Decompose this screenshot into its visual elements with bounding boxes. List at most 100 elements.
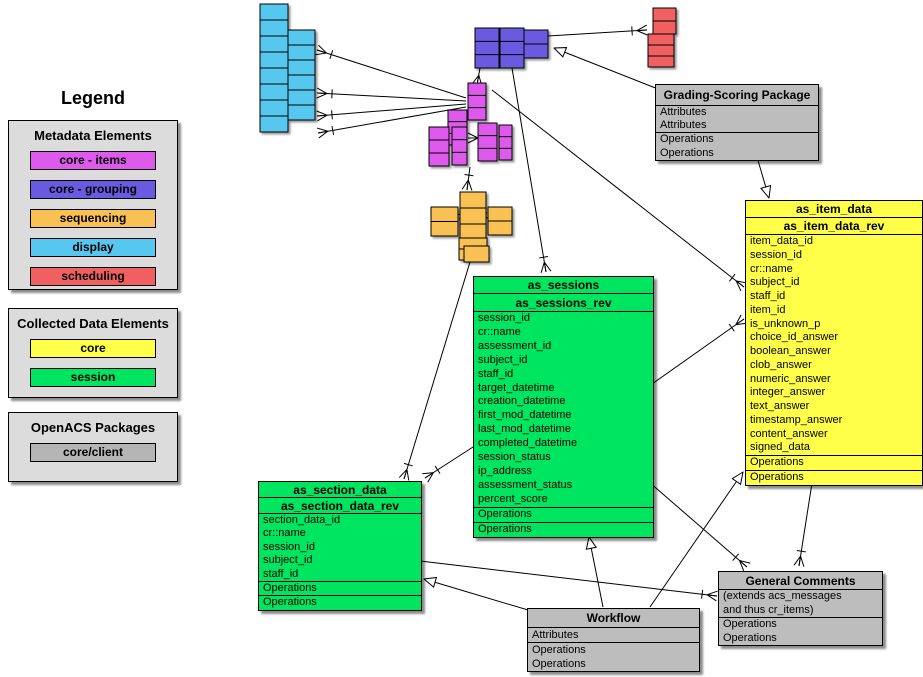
entity-title: Workflow — [528, 609, 699, 628]
entity-operation: Operations — [263, 582, 317, 595]
entity-attribute: cr::name — [478, 325, 521, 338]
relationship-line-grouping-to-items — [471, 67, 483, 87]
entity-attribute: session_id — [263, 540, 315, 553]
legend-chip-core-client: core/client — [30, 443, 156, 462]
cluster-box — [259, 35, 289, 53]
entity-subtitle: as_section_data_rev — [259, 498, 421, 514]
entity-attribute: signed_data — [750, 441, 810, 454]
entity-attribute: session_id — [478, 312, 530, 324]
entity-attribute: content_answer — [750, 427, 828, 440]
panel-title: Metadata Elements — [34, 128, 152, 143]
entity-attribute: staff_id — [478, 367, 514, 380]
entity-attribute: subject_id — [750, 276, 800, 289]
cluster-display-elements — [259, 3, 316, 133]
legend-chip-core-items: core - items — [30, 151, 156, 170]
relationship-line-grouping-to-sessions — [511, 67, 552, 273]
panel-title: Collected Data Elements — [17, 316, 169, 331]
cluster-box — [287, 104, 316, 121]
entity-operation: Operations — [660, 133, 714, 146]
panel-title: OpenACS Packages — [30, 420, 156, 435]
entity-operation: Operations — [478, 507, 532, 520]
relationship-line-workflow-to-itemdata-gen — [649, 472, 743, 608]
entity-operation: Operations — [532, 644, 586, 656]
relationship-line-workflow-to-sectiondata-gen — [424, 579, 529, 611]
entity-title: as_section_data — [259, 482, 421, 498]
legend-panel-metadata-elements: Metadata Elements core - items core - gro… — [8, 120, 178, 290]
entity-title: as_sessions — [474, 277, 653, 294]
relationship-line-display-to-items-4 — [316, 106, 467, 139]
legend-panel-openacs-packages: OpenACS Packages core/client — [8, 412, 178, 482]
entity-operation: Operations — [474, 521, 653, 537]
legend-chip-sequencing: sequencing — [30, 209, 156, 228]
entity-attribute: assessment_id — [478, 339, 552, 352]
cluster-box — [459, 191, 487, 241]
entity-attribute: session_id — [750, 248, 802, 261]
entity-attribute: subject_id — [263, 554, 313, 567]
cluster-box — [287, 59, 316, 76]
entity-attribute: Attributes — [532, 629, 579, 641]
relationship-line-items-to-itemdata — [491, 89, 748, 292]
relationship-line-grading-to-grouping-gen — [554, 48, 659, 90]
entity-title: General Comments — [719, 572, 882, 590]
relationship-line-workflow-to-sessions-gen — [589, 537, 604, 608]
cluster-box — [287, 74, 316, 91]
entity-attribute: creation_datetime — [478, 395, 566, 408]
entity-attribute: numeric_answer — [750, 372, 831, 385]
entity-attribute: completed_datetime — [478, 437, 578, 450]
entity-operation: Operations — [723, 631, 777, 644]
cluster-core-items-elements — [428, 82, 513, 167]
cluster-box — [259, 67, 289, 85]
entity-attribute: staff_id — [263, 567, 299, 580]
cluster-box — [477, 122, 498, 162]
entity-attribute: clob_answer — [750, 358, 812, 371]
cluster-box — [647, 33, 675, 68]
legend-chip-session: session — [30, 368, 156, 387]
cluster-box — [428, 126, 450, 167]
entity-operation: Operations — [259, 595, 421, 609]
cluster-group — [259, 3, 677, 263]
cluster-box — [498, 124, 513, 161]
entity-attribute: section_data_id — [263, 514, 341, 526]
entity-operation: Operations — [723, 618, 777, 630]
entity-operation: Operations — [660, 146, 714, 159]
cluster-box — [259, 115, 289, 133]
relationship-line-itemdata-to-comments — [793, 482, 813, 567]
legend-chip-list: core/client — [9, 443, 177, 462]
cluster-scheduling-elements — [647, 7, 677, 68]
relationship-line-sessions-to-itemdata — [651, 314, 747, 385]
entity-attribute: staff_id — [750, 290, 786, 302]
cluster-box — [463, 245, 490, 263]
entity-attribute: item_id — [750, 303, 786, 316]
legend-chip-core-grouping: core - grouping — [30, 180, 156, 199]
entity-attribute: percent_score — [478, 492, 548, 505]
cluster-box — [451, 126, 468, 166]
entity-attribute: choice_id_answer — [750, 331, 839, 344]
relationship-line-sectiondata-to-comments — [419, 560, 718, 602]
entity-attribute: boolean_answer — [750, 345, 831, 357]
entity-attribute: target_datetime — [478, 381, 555, 394]
cluster-box — [287, 44, 316, 61]
entity-attribute-list: Attributes — [528, 628, 699, 642]
entity-attribute: text_answer — [750, 400, 810, 412]
entity-operation: Operations — [532, 658, 586, 670]
cluster-box — [259, 3, 289, 21]
connector-group — [315, 9, 813, 611]
cluster-box — [287, 89, 316, 106]
entity-title: as_item_data — [746, 201, 922, 218]
